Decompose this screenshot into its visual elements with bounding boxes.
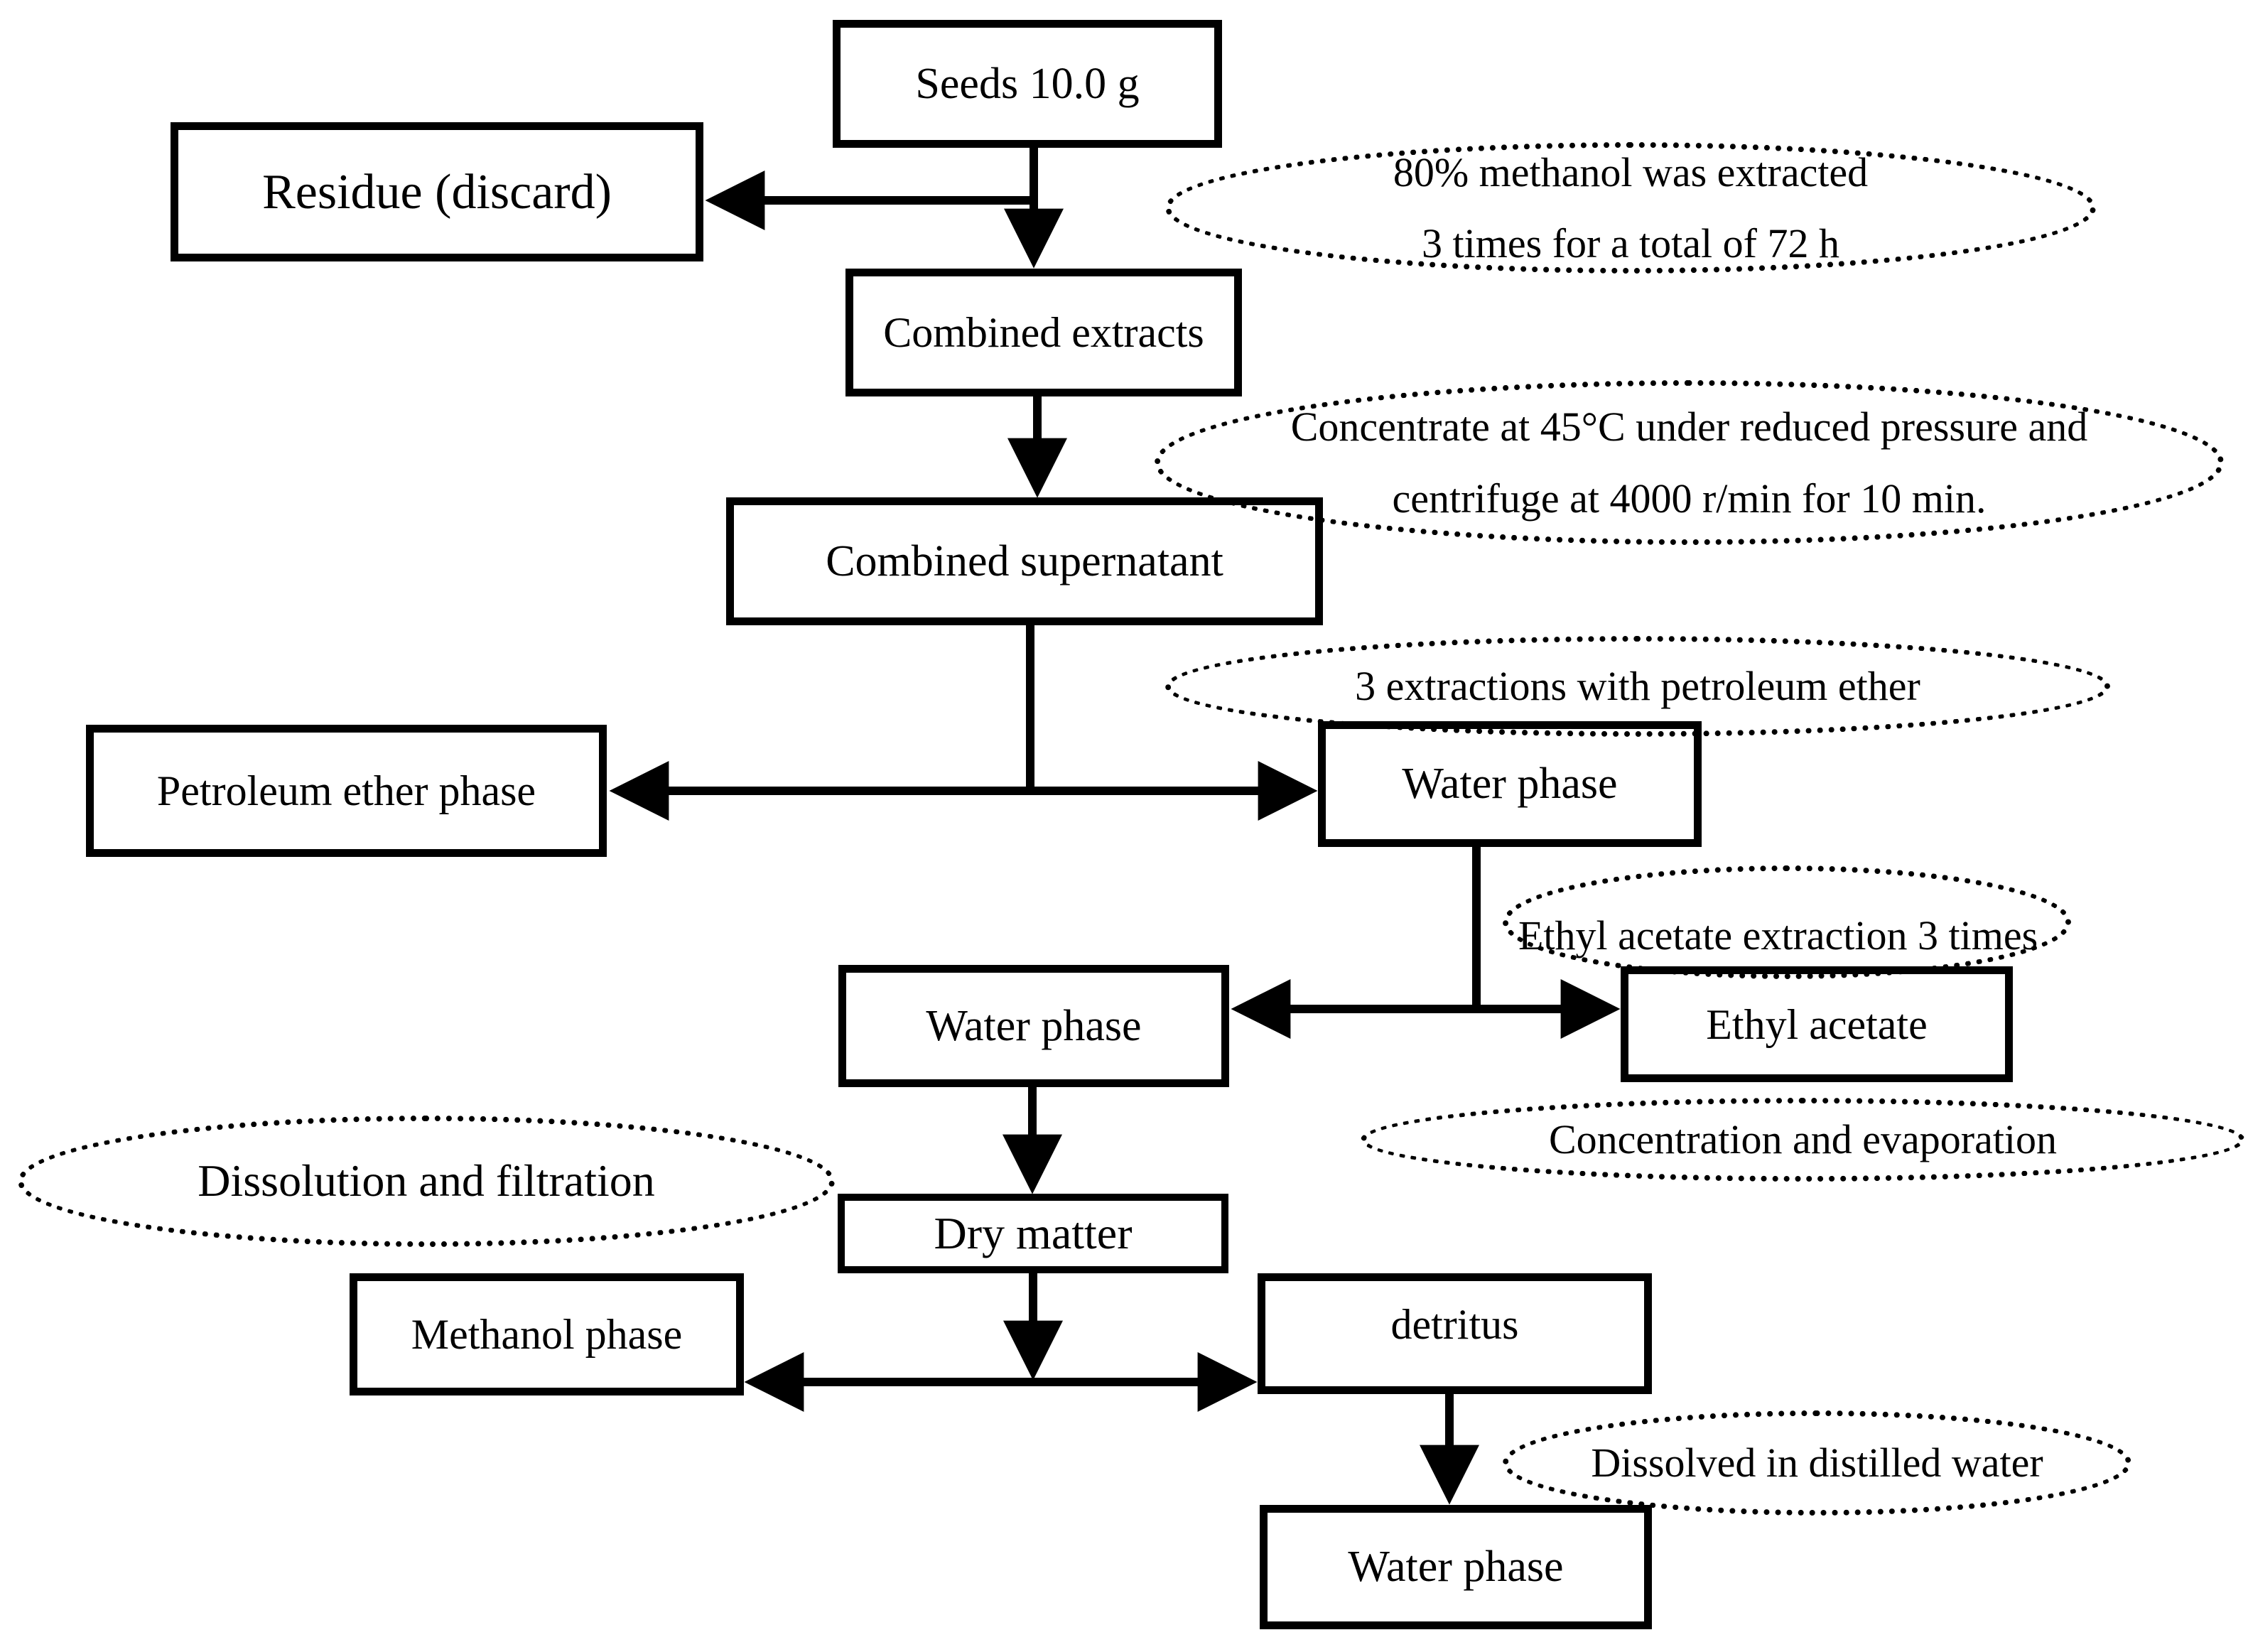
node-combined-supernatant: Combined supernatant xyxy=(726,497,1323,625)
node-water-phase-1-label: Water phase xyxy=(1402,760,1618,809)
node-water-phase-3-label: Water phase xyxy=(1348,1543,1564,1592)
node-combined-extracts-label: Combined extracts xyxy=(883,309,1204,356)
node-petroleum-ether-label: Petroleum ether phase xyxy=(156,767,536,814)
node-residue-label: Residue (discard) xyxy=(262,164,612,220)
node-dry-matter-label: Dry matter xyxy=(934,1207,1133,1258)
node-detritus-label: detritus xyxy=(1390,1301,1519,1348)
node-seeds: Seeds 10.0 g xyxy=(833,20,1222,148)
node-water-phase-2: Water phase xyxy=(838,965,1229,1087)
node-water-phase-3: Water phase xyxy=(1260,1505,1652,1629)
node-methanol-phase: Methanol phase xyxy=(350,1273,744,1395)
node-methanol-phase-label: Methanol phase xyxy=(411,1311,683,1358)
node-ethyl-acetate-label: Ethyl acetate xyxy=(1706,1000,1928,1048)
node-water-phase-2-label: Water phase xyxy=(926,1001,1142,1050)
node-seeds-label: Seeds 10.0 g xyxy=(915,59,1140,108)
node-petroleum-ether-phase: Petroleum ether phase xyxy=(86,725,607,857)
node-dry-matter: Dry matter xyxy=(838,1194,1228,1273)
node-combined-supernatant-label: Combined supernatant xyxy=(826,536,1223,585)
node-detritus: detritus xyxy=(1258,1273,1652,1394)
node-combined-extracts: Combined extracts xyxy=(845,269,1242,396)
node-water-phase-1: Water phase xyxy=(1318,721,1702,847)
node-residue-discard: Residue (discard) xyxy=(171,122,703,261)
node-ethyl-acetate: Ethyl acetate xyxy=(1621,966,2013,1082)
